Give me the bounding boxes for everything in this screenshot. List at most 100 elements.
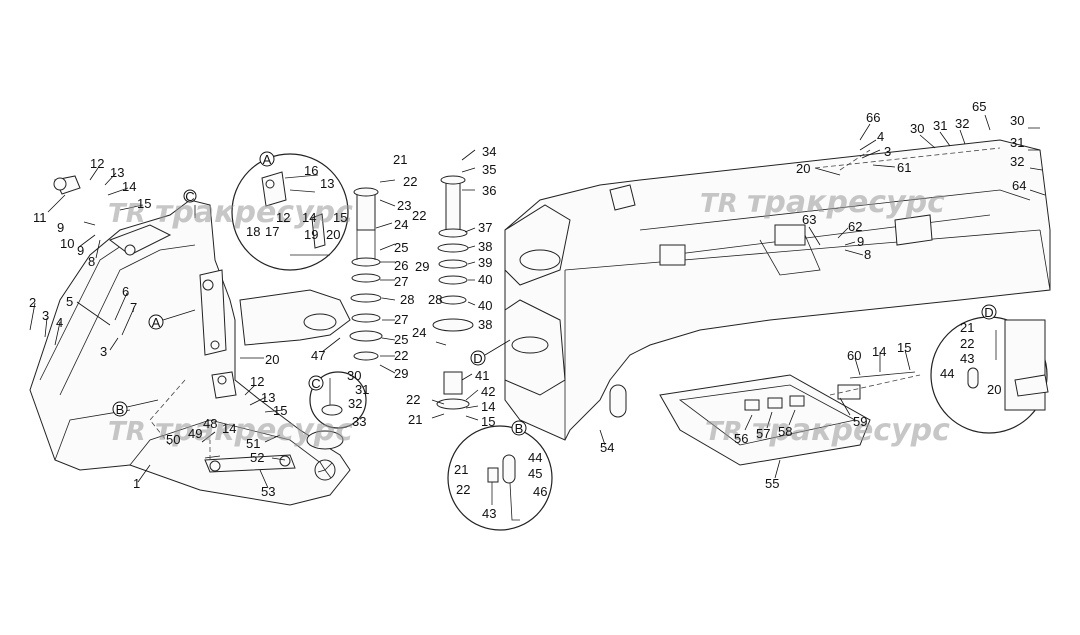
pivot-stack-left — [349, 187, 383, 361]
callout-label: 3 — [100, 344, 107, 359]
callout-label: 22 — [960, 336, 974, 351]
callout-label: 31 — [933, 118, 947, 133]
watermark-1: TR тракресурс — [108, 195, 353, 230]
callout-label: 44 — [528, 450, 542, 465]
callout-label: 28 — [400, 292, 414, 307]
callout-label: 17 — [265, 224, 279, 239]
callout-numbers: 1 2 3 4 5 6 7 3 8 9 10 9 11 12 13 14 15 … — [29, 99, 1026, 521]
callout-label: 3 — [884, 144, 891, 159]
detail-view-c: C — [308, 371, 367, 429]
callout-label: 20 — [326, 227, 340, 242]
callout-label: 29 — [415, 259, 429, 274]
callout-label: 64 — [1012, 178, 1026, 193]
callout-label: 31 — [355, 382, 369, 397]
callout-label: 9 — [857, 234, 864, 249]
callout-label: 51 — [246, 436, 260, 451]
view-markers: A B C D — [112, 189, 511, 417]
callout-label: 11 — [33, 210, 47, 225]
callout-label: 43 — [960, 351, 974, 366]
callout-label: 7 — [130, 300, 137, 315]
callout-label: 18 — [246, 224, 260, 239]
callout-label: 10 — [60, 236, 74, 251]
callout-label: 21 — [454, 462, 468, 477]
callout-label: 41 — [475, 368, 489, 383]
rear-frame — [504, 139, 1051, 441]
callout-label: 14 — [302, 210, 316, 225]
callout-label: 66 — [866, 110, 880, 125]
watermark-text: тракресурс — [752, 413, 950, 448]
front-frame — [29, 175, 351, 506]
callout-label: 32 — [1010, 154, 1024, 169]
callout-label: 65 — [972, 99, 986, 114]
callout-label: 26 — [394, 258, 408, 273]
callout-label: 15 — [333, 210, 347, 225]
callout-label: 60 — [847, 348, 861, 363]
callout-label: 24 — [394, 217, 408, 232]
callout-label: 57 — [756, 426, 770, 441]
pivot-stack-right — [432, 175, 474, 410]
callout-label: 38 — [478, 317, 492, 332]
leader-lines — [29, 114, 1046, 489]
watermark-logo: TR — [108, 199, 146, 229]
callout-label: 32 — [348, 396, 362, 411]
view-marker-c-front: C — [185, 189, 194, 204]
detail-view-c-letter: C — [311, 376, 320, 391]
callout-label: 9 — [57, 220, 64, 235]
callout-label: 34 — [482, 144, 496, 159]
callout-label: 30 — [1010, 113, 1024, 128]
watermark-3: TR тракресурс — [700, 185, 945, 220]
callout-label: 52 — [250, 450, 264, 465]
callout-label: 20 — [265, 352, 279, 367]
callout-label: 2 — [29, 295, 36, 310]
watermark-text: тракресурс — [155, 195, 353, 230]
callout-label: 31 — [1010, 135, 1024, 150]
callout-label: 15 — [481, 414, 495, 429]
callout-label: 54 — [600, 440, 614, 455]
callout-label: 20 — [987, 382, 1001, 397]
watermark-logo: TR — [705, 417, 743, 447]
callout-label: 38 — [478, 239, 492, 254]
callout-label: 13 — [320, 176, 334, 191]
callout-label: 19 — [304, 227, 318, 242]
callout-label: 61 — [897, 160, 911, 175]
callout-label: 28 — [428, 292, 442, 307]
callout-label: 50 — [166, 432, 180, 447]
watermark-logo: TR — [700, 189, 738, 219]
watermark-text: тракресурс — [155, 413, 353, 448]
callout-label: 12 — [250, 374, 264, 389]
watermark-text: тракресурс — [747, 185, 945, 220]
watermark-2: TR тракресурс — [108, 413, 353, 448]
callout-label: 15 — [137, 196, 151, 211]
callout-label: 25 — [394, 240, 408, 255]
callout-label: 12 — [276, 210, 290, 225]
detail-view-d: D — [930, 304, 1049, 434]
callout-label: 16 — [304, 163, 318, 178]
callout-label: 14 — [222, 421, 236, 436]
callout-label: 14 — [872, 344, 886, 359]
callout-label: 37 — [478, 220, 492, 235]
callout-label: 22 — [394, 348, 408, 363]
callout-label: 45 — [528, 466, 542, 481]
callout-label: 55 — [765, 476, 779, 491]
callout-label: 14 — [122, 179, 136, 194]
callout-label: 22 — [412, 208, 426, 223]
callout-label: 13 — [261, 390, 275, 405]
callout-label: 44 — [940, 366, 954, 381]
callout-label: 8 — [88, 254, 95, 269]
callout-label: 22 — [456, 482, 470, 497]
callout-label: 40 — [478, 272, 492, 287]
view-marker-b-front: B — [116, 402, 125, 417]
callout-label: 39 — [478, 255, 492, 270]
callout-label: 62 — [848, 219, 862, 234]
callout-label: 46 — [533, 484, 547, 499]
callout-label: 40 — [478, 298, 492, 313]
callout-label: 58 — [778, 424, 792, 439]
callout-label: 5 — [66, 294, 73, 309]
detail-view-d-letter: D — [984, 305, 993, 320]
callout-label: 29 — [394, 366, 408, 381]
callout-label: 20 — [796, 161, 810, 176]
callout-label: 47 — [311, 348, 325, 363]
callout-label: 56 — [734, 431, 748, 446]
callout-label: 14 — [481, 399, 495, 414]
